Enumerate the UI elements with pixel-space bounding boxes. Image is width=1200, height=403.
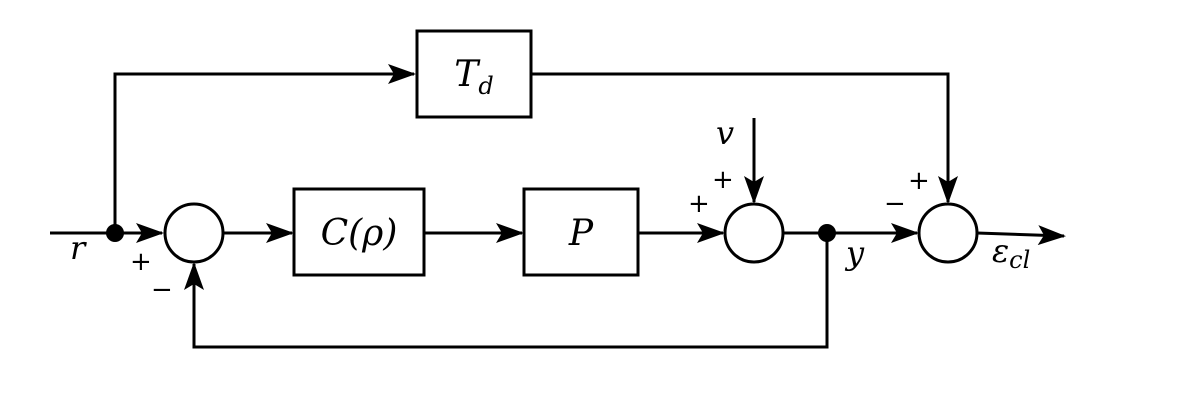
wire-td-to-sum3 — [531, 72, 958, 204]
wire-output — [976, 225, 1066, 246]
sum-junction-1 — [163, 202, 225, 264]
sign-sum1-input: + — [130, 247, 152, 277]
sign-sum3-y: − — [884, 189, 906, 219]
block-td-label: Td — [454, 54, 493, 100]
sign-sum3-td: + — [908, 166, 930, 196]
signal-r-label: r — [70, 229, 87, 267]
sign-sum2-input: + — [688, 189, 710, 219]
wire-feedback — [184, 233, 829, 349]
block-plant-label: P — [568, 213, 594, 254]
block-controller — [292, 187, 426, 277]
sign-sum2-v: + — [712, 165, 734, 195]
signal-y-label: y — [844, 234, 865, 272]
signal-v-label: v — [716, 114, 734, 152]
sign-sum1-feedback: − — [151, 275, 173, 305]
block-td — [415, 29, 533, 119]
signal-eps-label: εcl — [992, 232, 1030, 274]
wire-r-to-td — [113, 64, 416, 233]
sum-junction-2 — [723, 202, 785, 264]
block-controller-label: C(ρ) — [321, 213, 398, 254]
sum-junction-3 — [917, 202, 979, 264]
block-plant — [522, 187, 640, 277]
